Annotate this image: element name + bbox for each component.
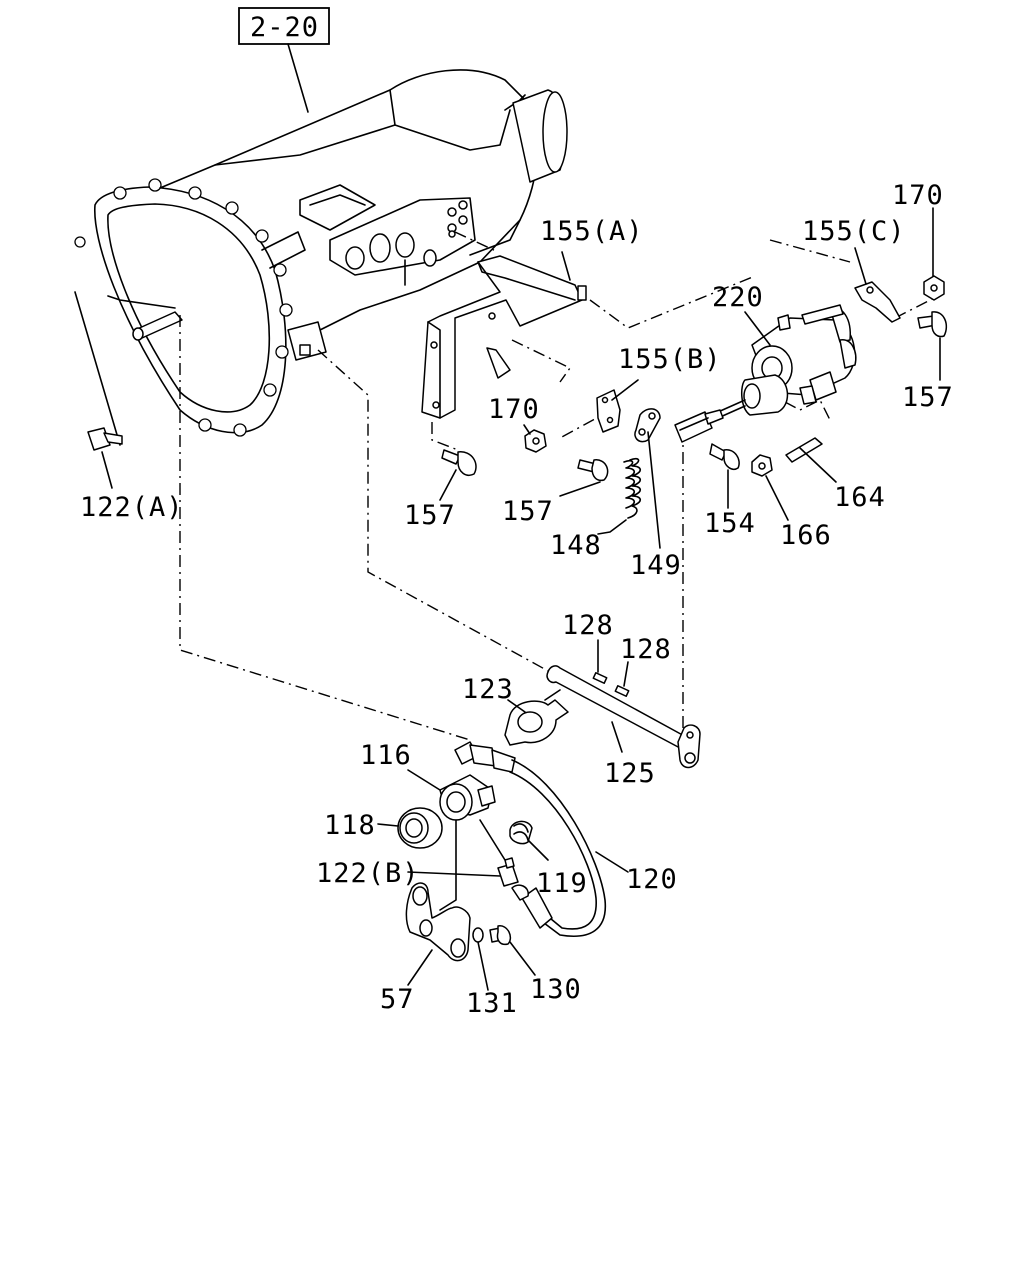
chain-bracket-c: [769, 239, 851, 263]
leader-220: [744, 311, 771, 346]
leader-reference: [287, 43, 309, 113]
leader-122b: [407, 871, 501, 877]
chain-bearing-to-122b: [479, 819, 506, 861]
callout-125[interactable]: 125: [604, 758, 656, 789]
callout-155c[interactable]: 155(C): [802, 216, 906, 247]
callout-155a[interactable]: 155(A): [540, 216, 644, 247]
chain-bracket-b: [511, 339, 572, 383]
callout-57[interactable]: 57: [380, 984, 415, 1015]
callout-123[interactable]: 123: [462, 674, 514, 705]
leader-122a: [101, 451, 113, 489]
reference-box[interactable]: 2-20: [238, 7, 330, 45]
leader-123: [507, 699, 526, 713]
part-155a-bracket[interactable]: [421, 255, 587, 419]
leader-128-b: [623, 661, 629, 687]
part-155c-bracket[interactable]: [854, 281, 901, 323]
chain-shaft-to-hose: [179, 315, 471, 741]
part-154-bolt[interactable]: [709, 443, 740, 470]
chain-bracket-to-cylinder: [589, 275, 756, 329]
callout-220[interactable]: 220: [712, 282, 764, 313]
leader-157-mid: [559, 481, 601, 497]
leader-148: [597, 519, 627, 535]
callout-166[interactable]: 166: [780, 520, 832, 551]
callout-122a[interactable]: 122(A): [80, 492, 184, 523]
leader-bell-122a: [74, 291, 121, 446]
callout-164[interactable]: 164: [834, 482, 886, 513]
part-128-key-a[interactable]: [592, 671, 608, 685]
leader-164: [799, 447, 837, 483]
transmission-assembly: [74, 69, 568, 437]
leader-149: [647, 431, 661, 549]
callout-149[interactable]: 149: [630, 550, 682, 581]
leader-120: [595, 851, 629, 873]
part-166-nut[interactable]: [751, 454, 773, 477]
leader-116: [407, 769, 441, 791]
leader-157-left: [439, 469, 457, 501]
chain-case-to-bracket: [454, 231, 499, 253]
callout-119[interactable]: 119: [536, 868, 588, 899]
reference-box-label: 2-20: [250, 12, 319, 43]
chain-cylinder-pin: [784, 399, 831, 421]
leader-118: [377, 823, 399, 827]
callout-157-right[interactable]: 157: [902, 382, 954, 413]
chain-bearing-to-fork: [439, 819, 457, 911]
leader-130: [509, 941, 536, 976]
part-220-cylinder[interactable]: [699, 304, 857, 427]
callout-170-mid[interactable]: 170: [488, 394, 540, 425]
part-149-plate[interactable]: [634, 408, 661, 443]
leader-125: [611, 721, 623, 753]
part-170-nut-top[interactable]: [923, 275, 945, 301]
callout-157-mid[interactable]: 157: [502, 496, 554, 527]
leader-170-mid: [523, 424, 531, 435]
callout-170-top[interactable]: 170: [892, 180, 944, 211]
callout-116[interactable]: 116: [360, 740, 412, 771]
callout-128-a[interactable]: 128: [562, 610, 614, 641]
part-122b-fitting[interactable]: [497, 857, 519, 887]
part-122a-bolt[interactable]: [87, 427, 123, 451]
part-130-bolt[interactable]: [489, 925, 512, 946]
part-clevis[interactable]: [674, 409, 724, 443]
callout-155b[interactable]: 155(B): [618, 344, 722, 375]
callout-148[interactable]: 148: [550, 530, 602, 561]
part-157-bolt-left[interactable]: [441, 449, 477, 476]
leader-119: [527, 839, 549, 861]
chain-boss-to-rod: [317, 349, 551, 673]
part-116-release-bearing[interactable]: [439, 774, 496, 821]
callout-131[interactable]: 131: [466, 988, 518, 1019]
part-157-bolt-right[interactable]: [917, 311, 948, 338]
leader-155b: [611, 379, 639, 401]
leader-57: [407, 949, 433, 986]
part-170-nut-mid[interactable]: [524, 429, 547, 453]
part-123-clamp[interactable]: [504, 689, 569, 746]
part-155b-bracket[interactable]: [596, 389, 621, 433]
part-57-release-fork[interactable]: [405, 882, 471, 962]
part-131-washer[interactable]: [472, 927, 484, 943]
part-148-spring[interactable]: [623, 457, 642, 519]
leader-155c: [854, 247, 867, 285]
callout-157-left[interactable]: 157: [404, 500, 456, 531]
leader-155a: [561, 251, 571, 281]
callout-120[interactable]: 120: [626, 864, 678, 895]
part-164-pin[interactable]: [785, 437, 823, 463]
callout-122b[interactable]: 122(B): [316, 858, 420, 889]
chain-bracket-a-bolt: [431, 422, 459, 451]
part-118-bearing[interactable]: [397, 807, 443, 849]
part-125-shaft[interactable]: [546, 665, 701, 769]
callout-128-b[interactable]: 128: [620, 634, 672, 665]
part-157-bolt-mid[interactable]: [577, 459, 609, 482]
part-119-clip[interactable]: [509, 820, 533, 845]
leader-131: [477, 941, 489, 991]
callout-118[interactable]: 118: [324, 810, 376, 841]
part-120-hose[interactable]: [454, 741, 607, 937]
part-128-key-b[interactable]: [614, 684, 630, 698]
leader-166: [765, 475, 789, 521]
callout-130[interactable]: 130: [530, 974, 582, 1005]
callout-154[interactable]: 154: [704, 508, 756, 539]
